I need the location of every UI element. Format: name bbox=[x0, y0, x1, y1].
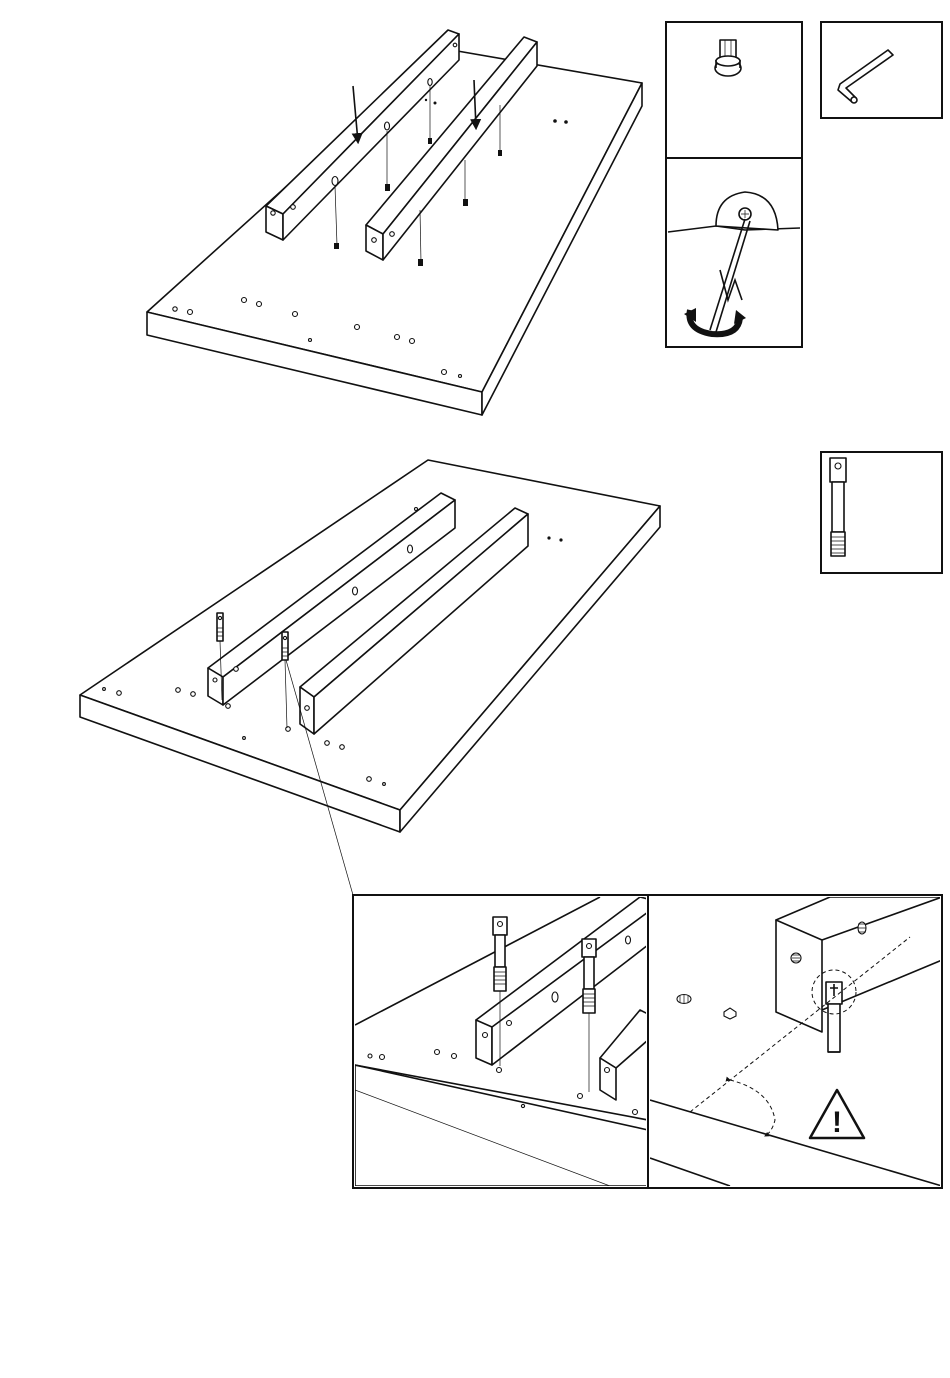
dowel-bolt-panel bbox=[821, 452, 942, 573]
bolt-insertion-detail bbox=[353, 895, 648, 1188]
cam-lock-panel bbox=[666, 22, 802, 158]
cam-orientation-detail: ! bbox=[648, 895, 942, 1188]
allen-key-panel bbox=[821, 22, 942, 118]
step1-assembly bbox=[147, 30, 642, 415]
cam-lock-tighten-detail bbox=[666, 158, 802, 347]
warning-symbol: ! bbox=[832, 1106, 842, 1139]
cam-hole-icon bbox=[677, 995, 691, 1004]
step2-assembly bbox=[80, 460, 660, 895]
dowel-bolt-icon bbox=[830, 458, 846, 556]
